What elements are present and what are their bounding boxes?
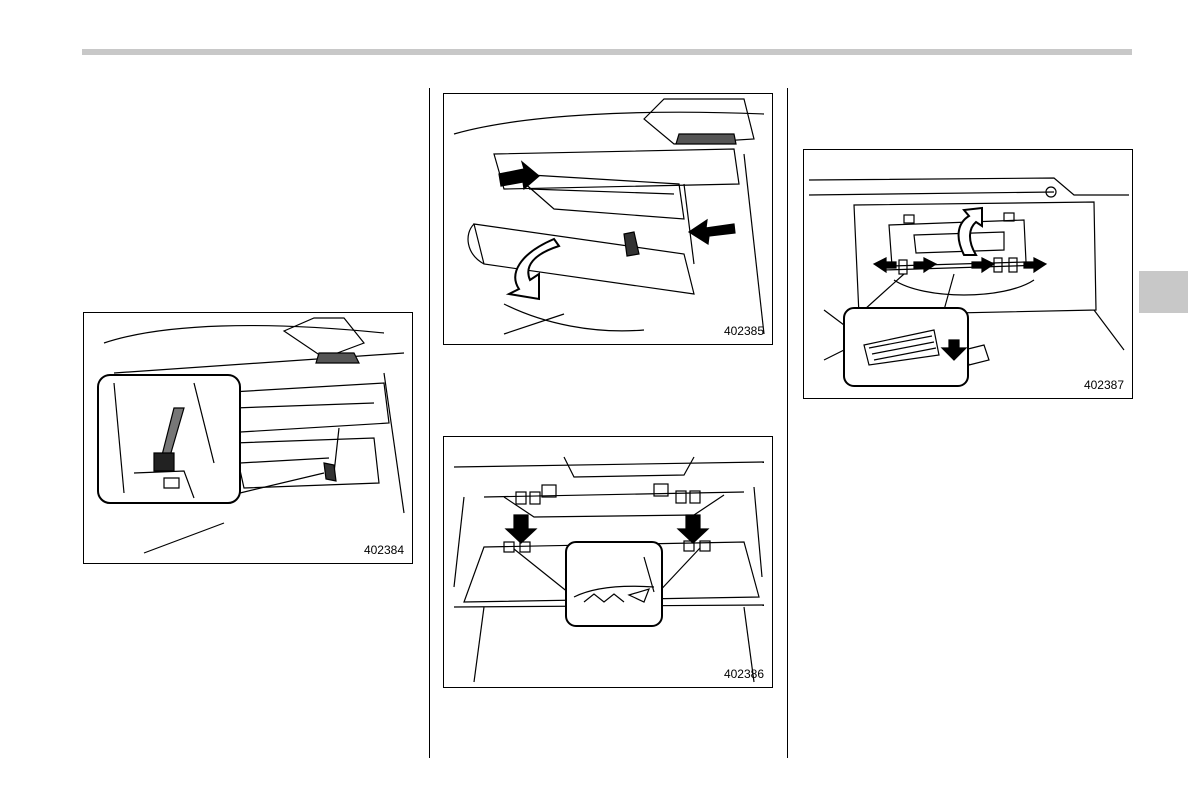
swing-arrow-down — [509, 239, 559, 299]
push-arrow-left — [506, 515, 536, 543]
clip-arrow-4 — [1024, 258, 1046, 272]
clip-arrow-2 — [914, 258, 936, 272]
figure-number: 402387 — [1084, 378, 1124, 392]
figure-illustration — [444, 437, 772, 687]
figure-402385: 402385 — [443, 93, 773, 345]
figure-402387: 402387 — [803, 149, 1133, 399]
inset-frame — [566, 542, 662, 626]
figure-illustration — [804, 150, 1132, 398]
clip-arrow-3 — [972, 258, 994, 272]
figure-number: 402384 — [364, 543, 404, 557]
figure-402386: 402386 — [443, 436, 773, 688]
figure-number: 402386 — [724, 667, 764, 681]
figure-402384: 402384 — [83, 312, 413, 564]
pull-arrow-left — [499, 162, 539, 189]
figure-number: 402385 — [724, 324, 764, 338]
push-arrow-right — [678, 515, 708, 543]
chapter-thumb-tab — [1139, 271, 1188, 313]
pull-arrow-right — [689, 220, 735, 244]
column-divider-left — [429, 88, 430, 758]
figure-illustration — [84, 313, 412, 563]
header-rule — [82, 49, 1132, 55]
figure-illustration — [444, 94, 772, 344]
lift-arrow-up — [959, 208, 982, 255]
column-divider-right — [787, 88, 788, 758]
